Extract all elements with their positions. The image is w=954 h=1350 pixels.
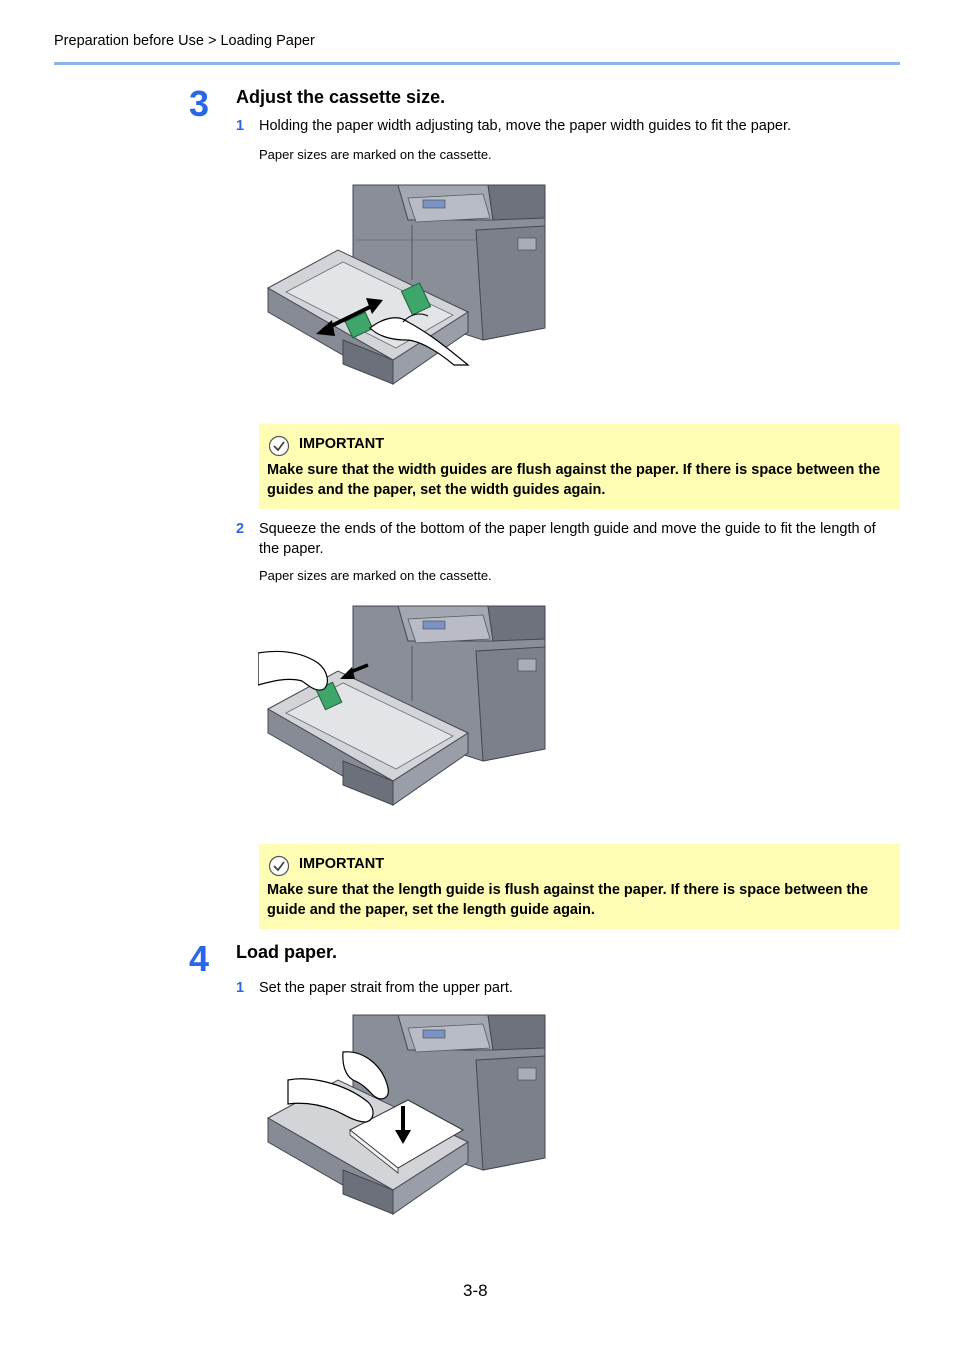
important-text: Make sure that the width guides are flus… — [267, 462, 881, 498]
width-guide-tabs — [344, 282, 432, 339]
length-guide-illustration — [258, 605, 546, 806]
step-4-number: 4 — [189, 938, 210, 979]
step-4-sub-1-number: 1 — [236, 980, 245, 996]
hands-drawing — [287, 1051, 389, 1123]
arrow-left-icon — [340, 663, 369, 679]
step-3-sub-2-text: Squeeze the ends of the bottom of the pa… — [259, 521, 876, 557]
important-title: IMPORTANT — [299, 856, 385, 872]
load-paper-illustration — [266, 1014, 546, 1215]
important-notice-length: IMPORTANT Make sure that the length guid… — [259, 844, 900, 929]
step-3-sub-1-note: Paper sizes are marked on the cassette. — [259, 147, 492, 162]
hand-drawing — [258, 650, 328, 691]
width-guide-illustration — [266, 184, 546, 385]
step-4-sub-1-text: Set the paper strait from the upper part… — [259, 980, 513, 996]
header-rule — [54, 62, 900, 65]
double-arrow-icon — [316, 298, 383, 336]
step-3-sub-1-number: 1 — [236, 118, 245, 134]
page-number: 3-8 — [463, 1281, 488, 1300]
hand-drawing — [369, 313, 470, 366]
step-3-sub-2-number: 2 — [236, 521, 245, 537]
step-3-sub-2-note: Paper sizes are marked on the cassette. — [259, 568, 492, 583]
important-title: IMPORTANT — [299, 436, 385, 452]
arrow-down-icon — [395, 1106, 411, 1144]
important-notice-width: IMPORTANT Make sure that the width guide… — [259, 424, 900, 509]
breadcrumb: Preparation before Use > Loading Paper — [54, 33, 315, 49]
step-3-number: 3 — [189, 83, 210, 124]
important-text: Make sure that the length guide is flush… — [267, 882, 869, 918]
checkmark-circle-icon — [268, 435, 290, 457]
step-3-title: Adjust the cassette size. — [236, 87, 446, 107]
checkmark-circle-icon — [268, 855, 290, 877]
step-3-sub-1-text: Holding the paper width adjusting tab, m… — [259, 118, 792, 134]
step-4-title: Load paper. — [236, 942, 338, 962]
